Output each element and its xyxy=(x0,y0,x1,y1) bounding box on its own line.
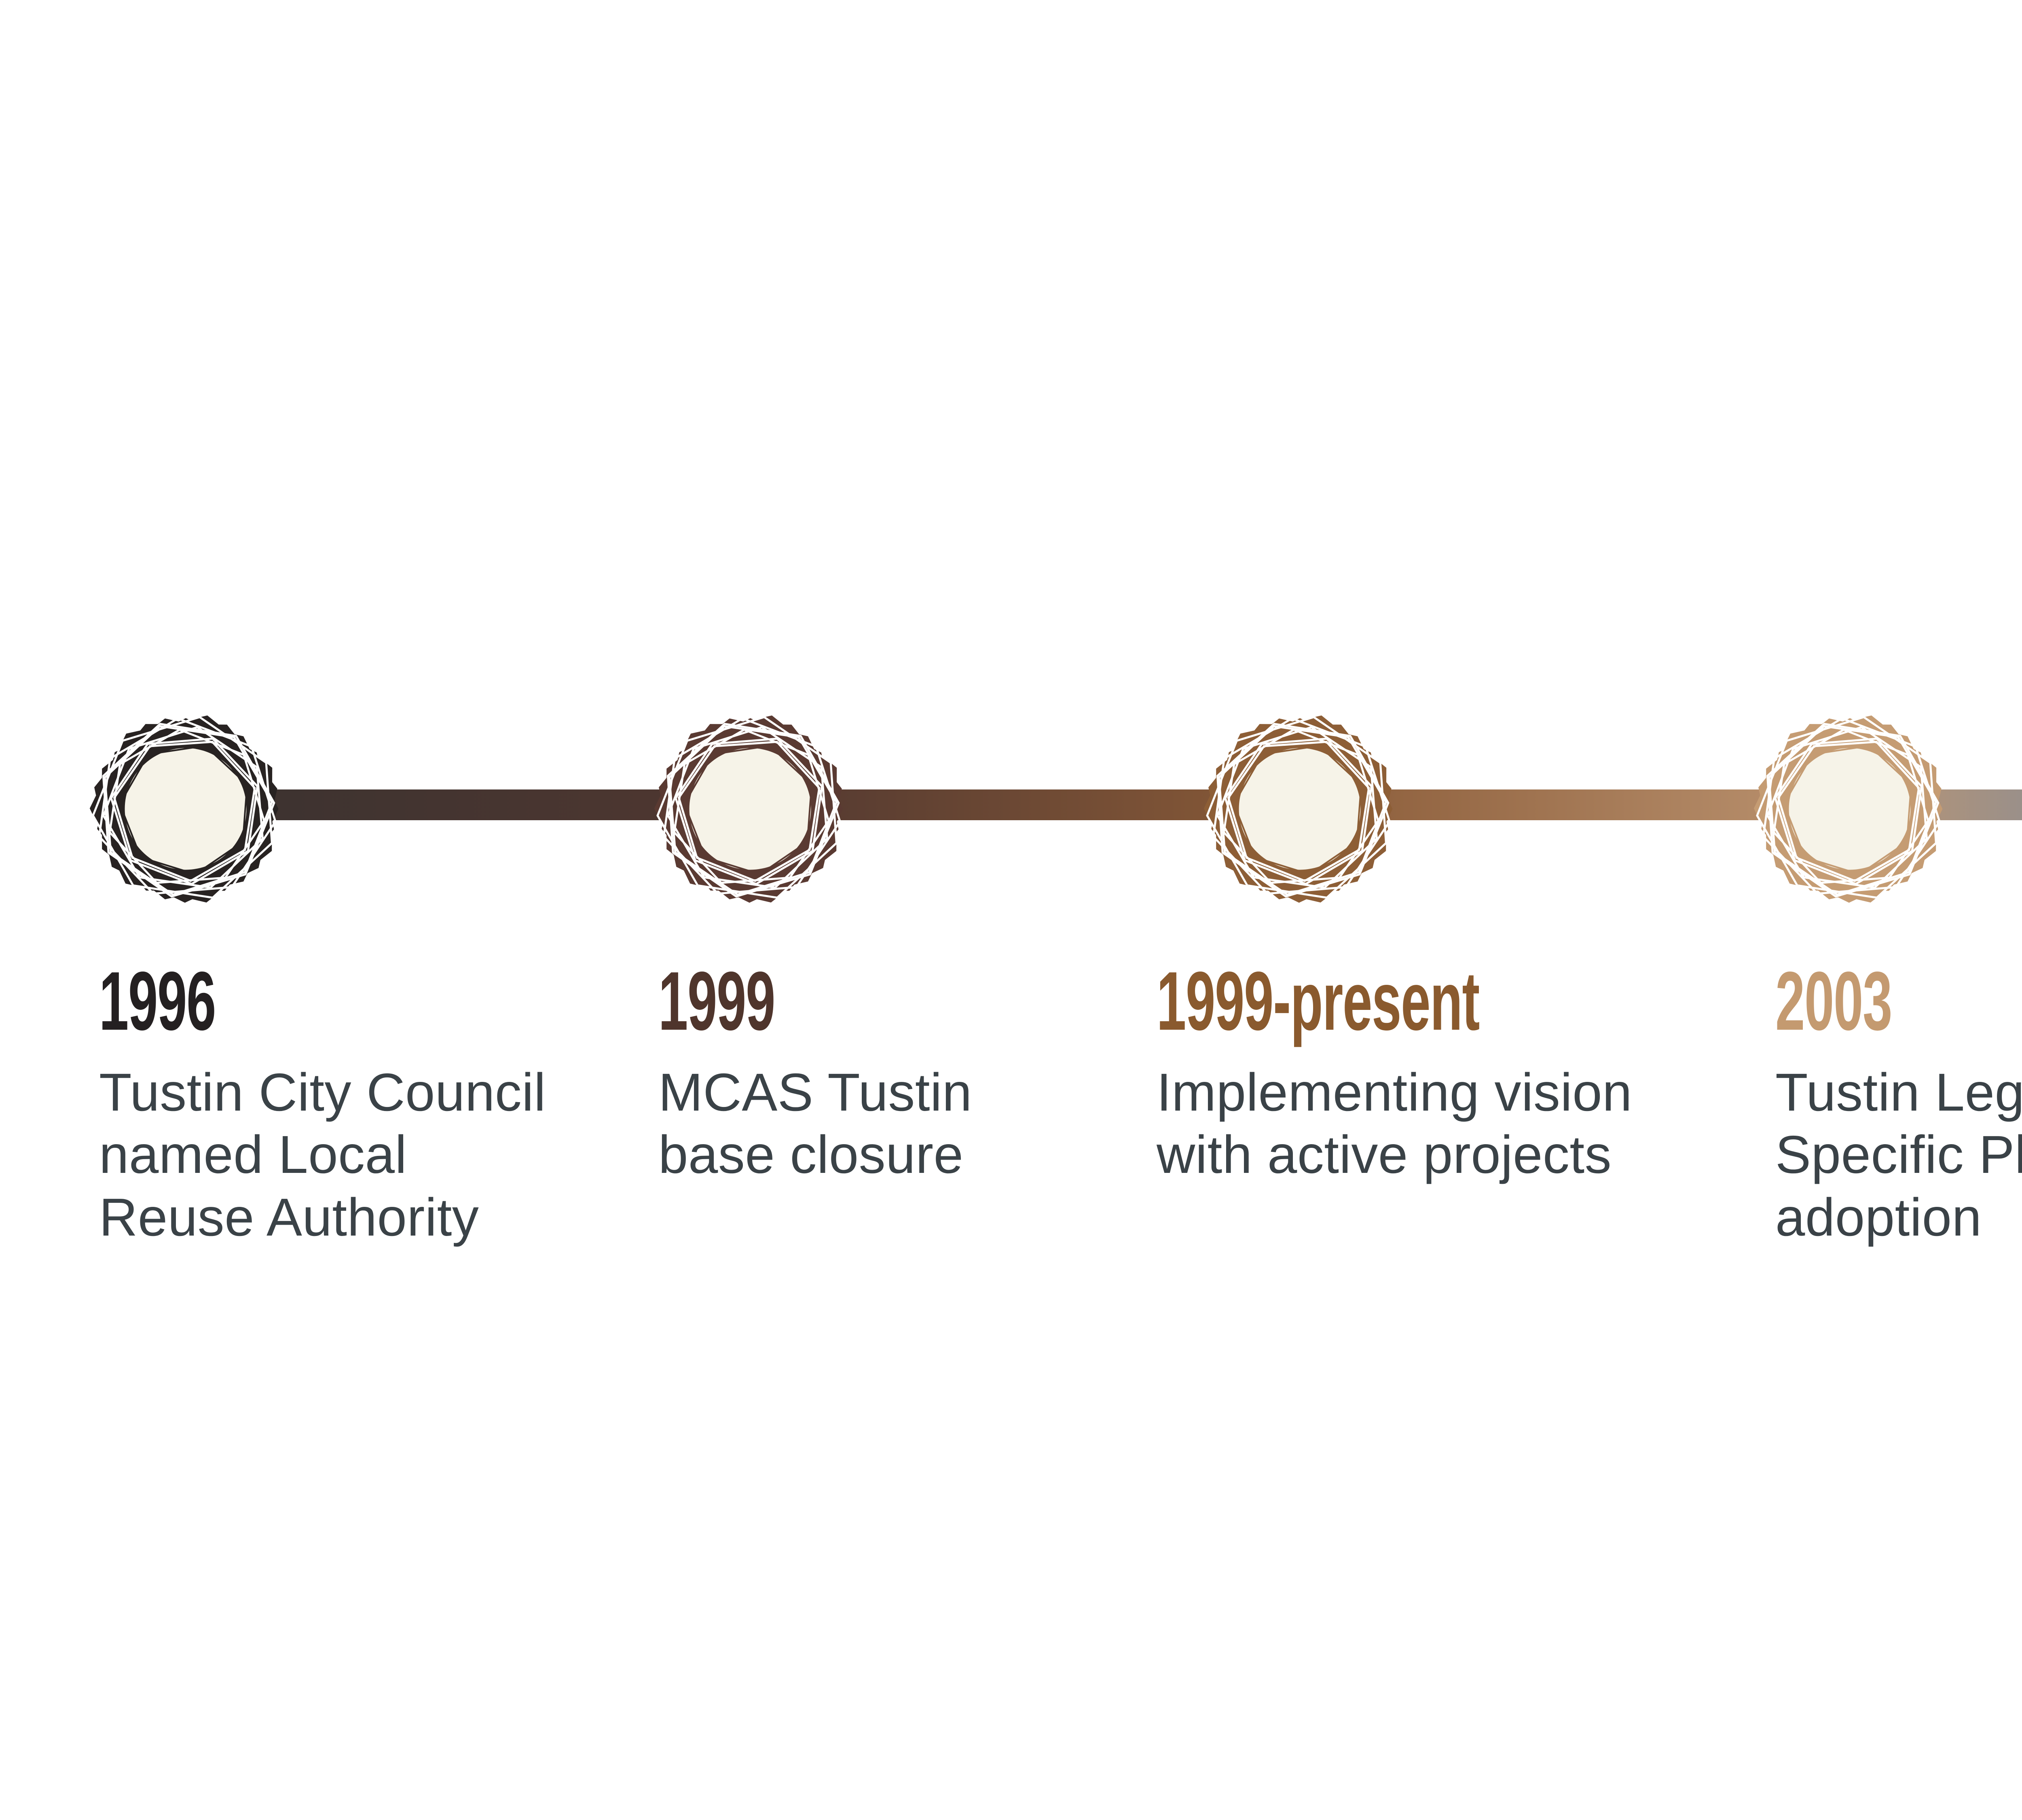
item-description: MCAS Tustin base closure xyxy=(658,1062,972,1185)
timeline-dot-node xyxy=(647,706,853,912)
node-inner-circle xyxy=(1239,748,1361,870)
timeline-dot-node xyxy=(1197,706,1403,912)
item-description: Tustin Legacy Specific Plan adoption xyxy=(1775,1062,2022,1247)
node-inner-circle xyxy=(125,748,247,870)
timeline-dot-node xyxy=(82,706,289,912)
item-description: Tustin City Council named Local Reuse Au… xyxy=(99,1062,546,1247)
item-year-label: 1999 xyxy=(658,954,775,1048)
node-inner-circle xyxy=(689,748,811,870)
spiral-circle-icon xyxy=(1203,715,1393,903)
timeline-item-label: 1999-present Implementing vision with ac… xyxy=(1157,959,1698,1186)
node-inner-circle xyxy=(1789,748,1911,870)
item-year-label: 2003 xyxy=(1775,954,1892,1048)
item-description: Implementing vision with active projects xyxy=(1157,1062,1633,1185)
spiral-circle-icon xyxy=(1753,715,1943,903)
timeline-item-label: 1996 Tustin City Council named Local Reu… xyxy=(99,959,641,1249)
item-year-label: 1999-present xyxy=(1157,954,1480,1048)
timeline-line xyxy=(186,789,2022,820)
timeline-item-label: 2003 Tustin Legacy Specific Plan adoptio… xyxy=(1775,959,2022,1249)
timeline-dot-node xyxy=(1747,706,1953,912)
spiral-circle-icon xyxy=(654,715,843,903)
timeline-item-label: 1999 MCAS Tustin base closure xyxy=(658,959,1200,1186)
spiral-circle-icon xyxy=(89,715,279,903)
item-year-label: 1996 xyxy=(99,954,216,1048)
